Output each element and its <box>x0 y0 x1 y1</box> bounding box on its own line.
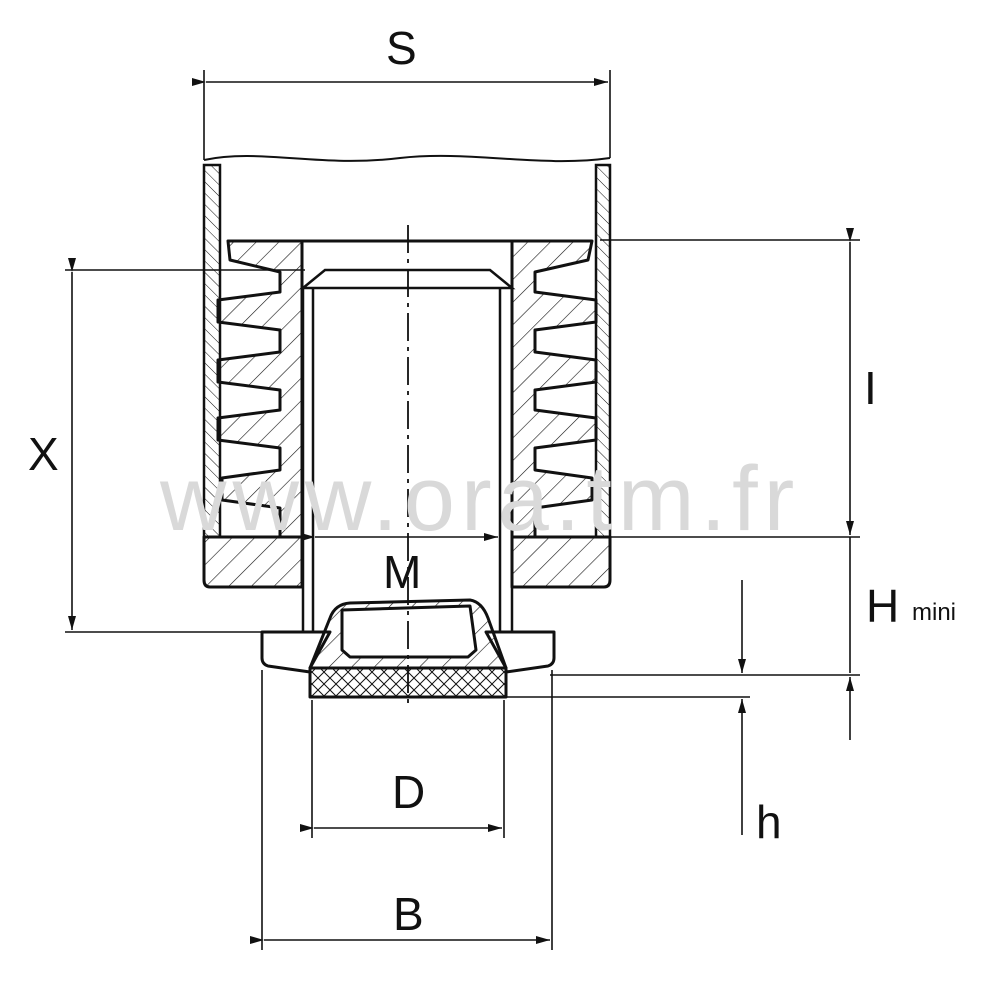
dim-label-M: M <box>383 546 421 598</box>
tube-section <box>202 154 612 539</box>
dim-label-h: h <box>756 796 782 848</box>
dim-label-S: S <box>386 22 417 74</box>
dim-label-X: X <box>28 428 59 480</box>
dimension-lines <box>65 70 860 950</box>
watermark: www.ora.tm.fr <box>159 448 800 550</box>
insert-section <box>202 239 612 589</box>
dim-label-D: D <box>392 766 425 818</box>
dim-label-B: B <box>393 888 424 940</box>
dim-label-I: I <box>864 362 877 414</box>
dim-label-H: H <box>866 580 899 632</box>
dim-label-H-sub: mini <box>912 599 956 626</box>
